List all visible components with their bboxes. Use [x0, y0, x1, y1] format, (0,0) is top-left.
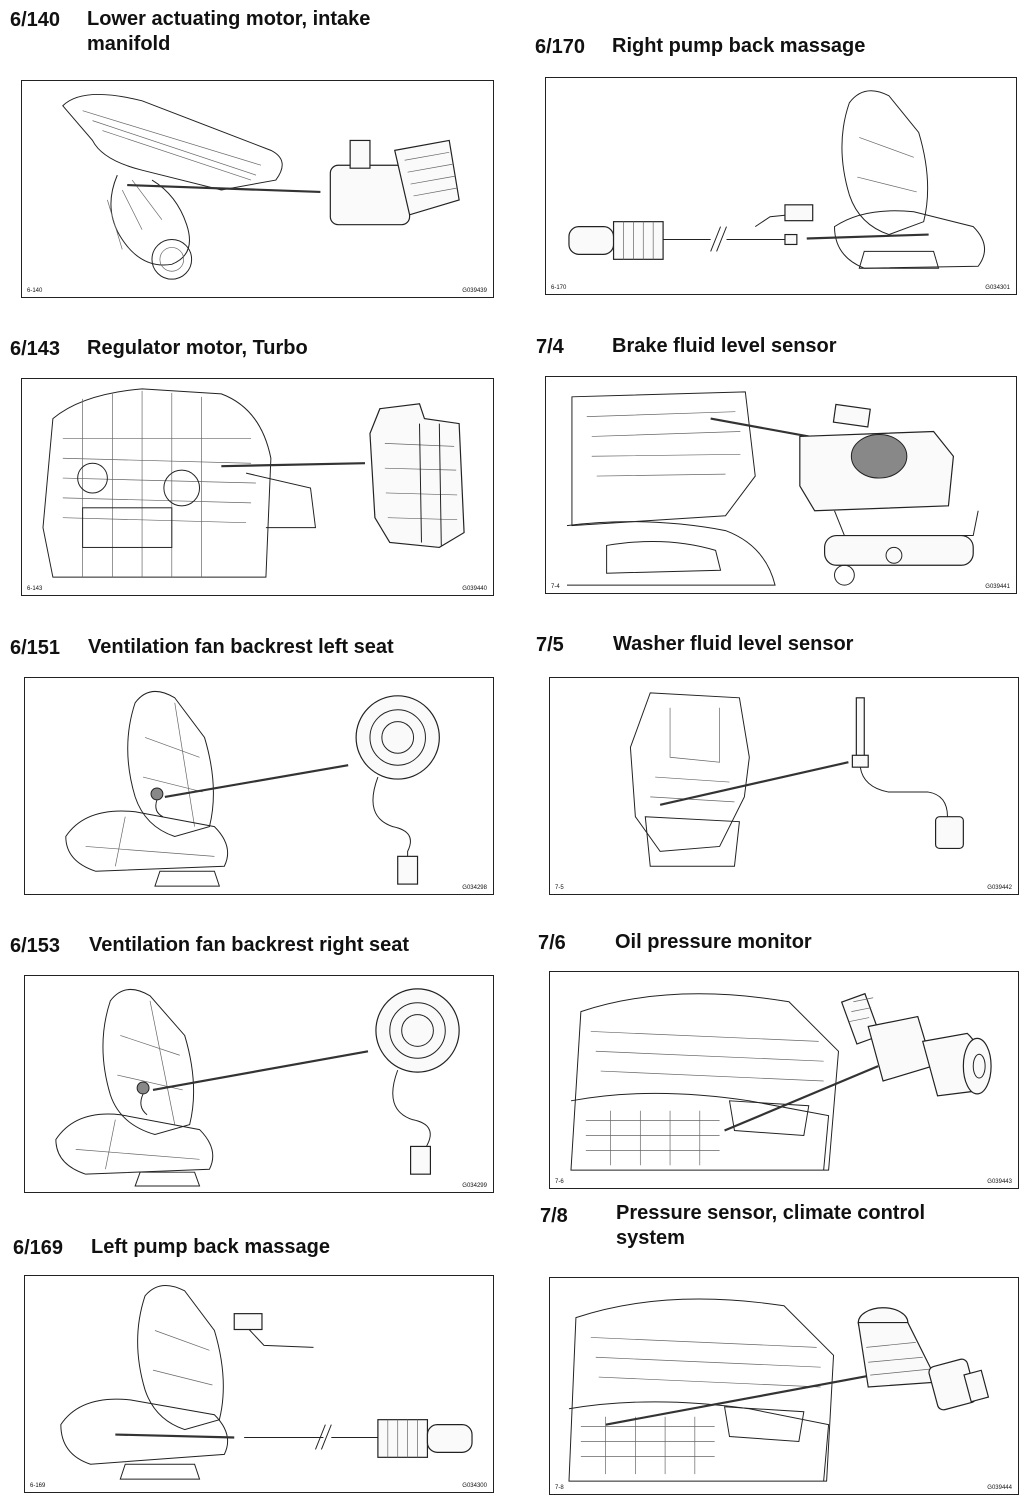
component-code: 6/151: [10, 637, 61, 659]
intake-manifold-drawing: [62, 93, 283, 280]
component-title: Left pump back massage: [91, 1236, 330, 1258]
graphic-id: G039444: [987, 1485, 1012, 1491]
level-sensor-part: [851, 697, 964, 850]
component-code: 6/140: [10, 9, 61, 31]
graphic-id: G039442: [987, 885, 1012, 891]
brake-fluid-illustration: [566, 391, 979, 586]
graphic-id: G039439: [462, 288, 487, 294]
component-code: 6/169: [13, 1237, 64, 1259]
figure-number: 6-170: [551, 285, 567, 291]
component-code: 7/5: [536, 634, 564, 656]
component-title: Pressure sensor, climate control system: [616, 1202, 926, 1249]
pressure-sensor-part: [857, 1307, 990, 1411]
figure-number: 7-8: [555, 1485, 564, 1491]
graphic-id: G039440: [462, 586, 487, 592]
seat-drawing: [65, 691, 229, 887]
figure-number: 7-5: [555, 885, 564, 891]
seat-drawing: [60, 1285, 229, 1480]
washer-reservoir-drawing: [629, 692, 750, 867]
right-seat-fan-illustration: [55, 988, 460, 1187]
pump-part: [233, 1313, 473, 1458]
component-code: 7/6: [538, 932, 566, 954]
oil-pressure-switch-part: [840, 992, 992, 1097]
illustration-panel: 6-169 G034300: [24, 1275, 494, 1493]
oil-pressure-illustration: [570, 992, 992, 1171]
component-code: 6/143: [10, 338, 61, 360]
engine-drawing: [42, 388, 317, 578]
pump-part: [568, 204, 814, 260]
illustration-panel: G034299: [24, 975, 494, 1193]
illustration-panel: G034298: [24, 677, 494, 895]
illustration-panel: 7-4 G039441: [545, 376, 1017, 594]
turbo-engine-illustration: [42, 388, 465, 578]
graphic-id: G034301: [985, 285, 1010, 291]
figure-number: 6-140: [27, 288, 43, 294]
climate-pressure-illustration: [568, 1298, 990, 1482]
component-title: Brake fluid level sensor: [612, 335, 837, 357]
washer-fluid-illustration: [629, 692, 964, 867]
graphic-id: G039441: [985, 584, 1010, 590]
intake-manifold-illustration: [62, 93, 460, 280]
regulator-motor-part: [369, 403, 465, 549]
component-title: Lower actuating motor, intake manifold: [87, 8, 371, 55]
component-code: 7/8: [540, 1205, 568, 1227]
graphic-id: G034299: [462, 1183, 487, 1189]
car-front-drawing: [570, 993, 840, 1171]
engine-bay-drawing: [566, 391, 776, 586]
fan-motor-part: [375, 988, 460, 1175]
figure-number: 7-6: [555, 1179, 564, 1185]
component-code: 7/4: [536, 336, 564, 358]
figure-number: 6-143: [27, 586, 43, 592]
component-title: Oil pressure monitor: [615, 931, 812, 953]
illustration-panel: 6-140 G039439: [21, 80, 494, 298]
component-title: Ventilation fan backrest right seat: [89, 934, 410, 956]
illustration-panel: 6-143 G039440: [21, 378, 494, 596]
illustration-panel: 7-8 G039444: [549, 1277, 1019, 1495]
right-massage-pump-illustration: [568, 90, 985, 269]
left-seat-fan-illustration: [65, 691, 440, 887]
graphic-id: G034298: [462, 885, 487, 891]
seat-drawing: [55, 989, 214, 1187]
seat-drawing: [834, 90, 985, 269]
fan-motor-part: [355, 695, 440, 885]
component-code: 6/153: [10, 935, 61, 957]
component-title: Ventilation fan backrest left seat: [88, 636, 394, 658]
actuating-motor-part: [329, 139, 460, 226]
graphic-id: G034300: [462, 1483, 487, 1489]
graphic-id: G039443: [987, 1179, 1012, 1185]
illustration-panel: 7-5 G039442: [549, 677, 1019, 895]
component-title: Regulator motor, Turbo: [87, 337, 308, 359]
illustration-panel: 6-170 G034301: [545, 77, 1017, 295]
component-title: Washer fluid level sensor: [613, 633, 854, 655]
component-code: 6/170: [535, 36, 586, 58]
component-title: Right pump back massage: [612, 35, 866, 57]
figure-number: 7-4: [551, 584, 560, 590]
car-front-drawing: [568, 1298, 835, 1482]
illustration-panel: 7-6 G039443: [549, 971, 1019, 1189]
figure-number: 6-169: [30, 1483, 46, 1489]
left-massage-pump-illustration: [60, 1285, 473, 1480]
brake-reservoir-part: [799, 403, 979, 586]
